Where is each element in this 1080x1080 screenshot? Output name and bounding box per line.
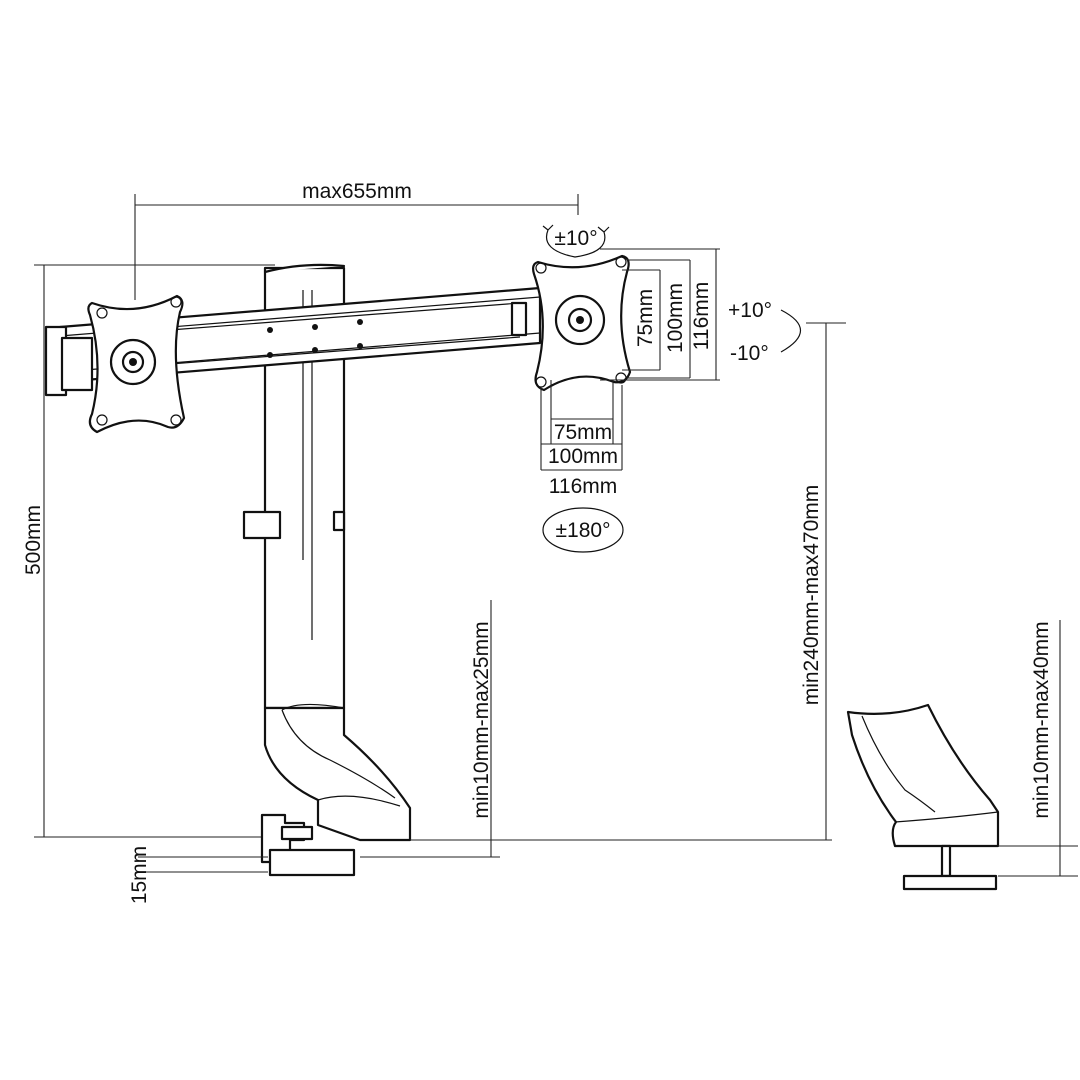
clamp-range-dimension: min10mm-max25mm — [360, 600, 832, 858]
vesa-h-116: 116mm — [549, 475, 617, 498]
vesa-v-75: 75mm — [634, 289, 657, 347]
vesa-h-75: 75mm — [554, 421, 612, 444]
clamp-base: 15mm — [128, 703, 412, 904]
grommet-range-label: min10mm-max40mm — [1030, 621, 1053, 818]
grommet-base: min10mm-max40mm — [846, 620, 1078, 891]
vesa-h-100: 100mm — [548, 445, 618, 468]
right-vesa-plate — [532, 254, 632, 392]
rotate-indicator: ±180° — [542, 507, 624, 553]
swivel-down-label: -10° — [730, 342, 769, 365]
clamp-range-label: min10mm-max25mm — [470, 621, 493, 818]
width-dimension: max655mm — [134, 180, 579, 300]
vesa-v-116: 116mm — [690, 282, 713, 350]
vesa-vertical-dimensions: 75mm 100mm 116mm — [600, 248, 720, 381]
base-thickness-label: 15mm — [128, 846, 151, 904]
tilt-label: ±10° — [554, 227, 597, 250]
width-label: max655mm — [302, 180, 412, 203]
height-dimension: 500mm — [22, 264, 275, 838]
tilt-indicator: ±10° — [542, 224, 610, 258]
rotate-label: ±180° — [556, 519, 611, 542]
swivel-indicator: +10° -10° — [728, 299, 801, 365]
height-label: 500mm — [22, 505, 45, 575]
vesa-v-100: 100mm — [664, 283, 687, 353]
crossbar — [44, 286, 542, 397]
height-range-dimension: min240mm-max470mm — [800, 322, 846, 840]
vesa-horizontal-dimensions: 75mm 100mm 116mm — [540, 380, 623, 498]
left-vesa-plate — [87, 294, 186, 434]
height-range-label: min240mm-max470mm — [800, 485, 823, 706]
swivel-up-label: +10° — [728, 299, 772, 322]
